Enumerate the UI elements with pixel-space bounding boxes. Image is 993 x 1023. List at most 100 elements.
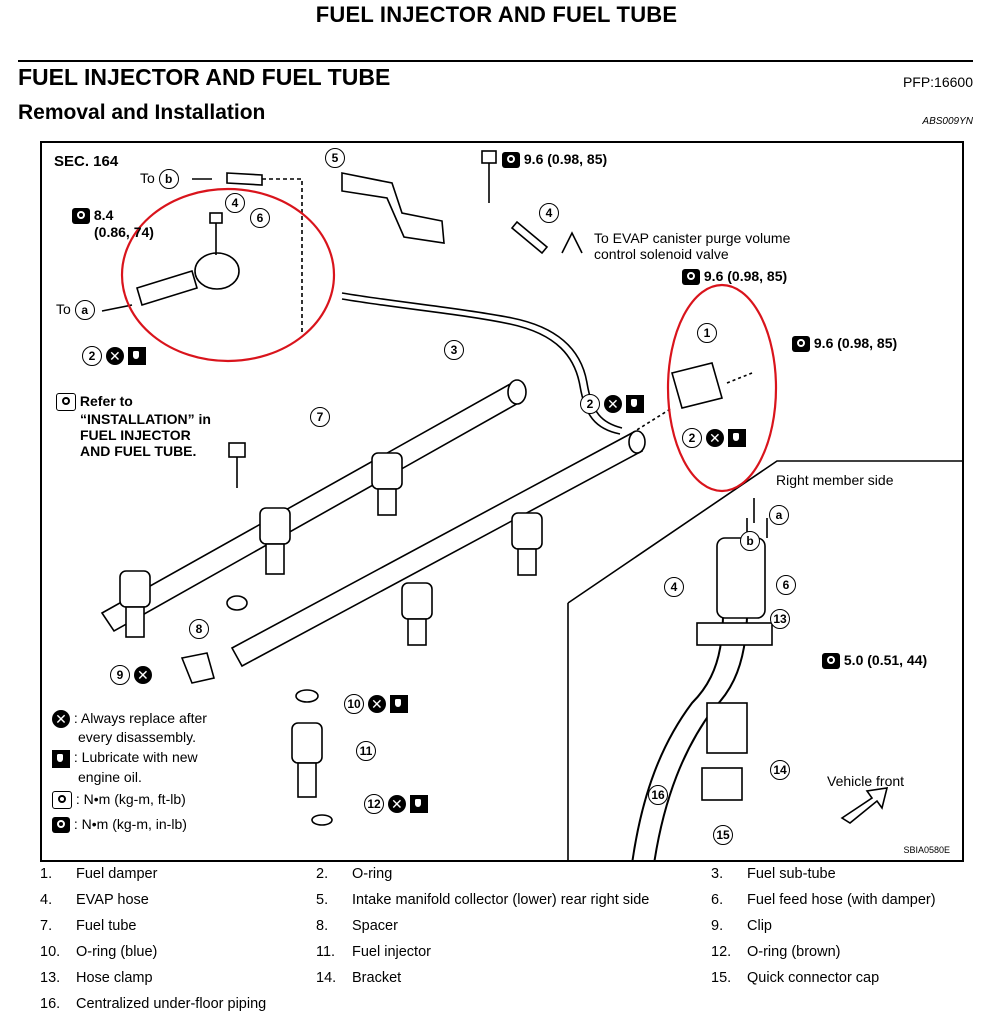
callout-4a: 4 bbox=[225, 193, 245, 213]
legend-num: 10. bbox=[40, 944, 61, 960]
callout-15-badge: 15 bbox=[713, 825, 733, 845]
legend-item: 3.Fuel sub-tube bbox=[711, 866, 976, 892]
legend-item: 6.Fuel feed hose (with damper) bbox=[711, 892, 976, 918]
oil-can-icon bbox=[727, 429, 746, 448]
callout-10: 10 ✕ bbox=[344, 694, 408, 714]
legend-text: Clip bbox=[747, 918, 772, 934]
callout-8-badge: 8 bbox=[189, 619, 209, 639]
to-b-text: To bbox=[140, 170, 155, 186]
torque-inset: 5.0 (0.51, 44) bbox=[822, 652, 928, 670]
oil-can-icon bbox=[52, 749, 70, 768]
torque-right: 9.6 (0.98, 85) bbox=[792, 335, 898, 353]
callout-3-badge: 3 bbox=[444, 340, 464, 360]
legend-text: Fuel damper bbox=[76, 866, 158, 882]
inset-letter-b: b bbox=[740, 531, 760, 551]
pfp-code: PFP:16600 bbox=[902, 74, 973, 90]
oil-can-icon bbox=[127, 347, 146, 366]
torque-inset-value: 5.0 (0.51, 44) bbox=[843, 652, 928, 668]
callout-6b: 6 bbox=[776, 575, 796, 595]
legend-item: 7. Fuel tube bbox=[40, 918, 316, 944]
key-lube-line-1: : Lubricate with new bbox=[73, 749, 198, 766]
legend-item: 11.Fuel injector bbox=[316, 944, 711, 970]
legend-text: Fuel tube bbox=[76, 918, 137, 934]
callout-2c-badge: 2 bbox=[682, 428, 702, 448]
callout-13: 13 bbox=[770, 609, 790, 629]
legend-text: O-ring (blue) bbox=[76, 944, 158, 960]
legend-row: 4.EVAP hose 5.Intake manifold collector … bbox=[40, 892, 980, 918]
callout-1-badge: 1 bbox=[697, 323, 717, 343]
legend-num: 2. bbox=[316, 866, 329, 882]
legend-text: Spacer bbox=[352, 918, 398, 934]
exploded-diagram: SEC. 164 To b To a 9.6 (0.98, 85) 8.4(0.… bbox=[40, 141, 964, 862]
oil-can-icon bbox=[389, 695, 408, 714]
refer-line-1: Refer to bbox=[79, 393, 133, 409]
key-ftlb-text: : N•m (kg-m, ft-lb) bbox=[75, 790, 186, 807]
replace-icon: ✕ bbox=[603, 395, 622, 414]
legend-text: Centralized under-floor piping bbox=[76, 996, 267, 1012]
legend-text: O-ring bbox=[352, 866, 393, 882]
callout-4b-badge: 4 bbox=[539, 203, 559, 223]
torque-inlb-icon bbox=[792, 336, 810, 353]
legend-row: 7. Fuel tube 8.Spacer 9. Clip bbox=[40, 918, 980, 944]
torque-ftlb-icon bbox=[56, 393, 76, 412]
legend-text: Fuel sub-tube bbox=[747, 866, 836, 882]
refer-line-3: FUEL INJECTOR bbox=[80, 427, 191, 444]
sec-label: SEC. 164 bbox=[54, 153, 119, 170]
callout-2b: 2 ✕ bbox=[580, 394, 644, 414]
parts-legend: 1.Fuel damper 2.O-ring 3.Fuel sub-tube 4… bbox=[40, 866, 980, 1022]
legend-item: 9. Clip bbox=[711, 918, 976, 944]
evap-line-2: control solenoid valve bbox=[594, 246, 729, 263]
torque-top-value: 9.6 (0.98, 85) bbox=[523, 151, 608, 167]
doc-code: ABS009YN bbox=[922, 116, 973, 127]
letter-b-callout: b bbox=[158, 169, 179, 189]
key-replace-line-1: : Always replace after bbox=[73, 710, 207, 726]
legend-num: 11. bbox=[316, 944, 336, 960]
legend-item: 8.Spacer bbox=[316, 918, 711, 944]
inset-letter-b-badge: b bbox=[740, 531, 760, 551]
legend-num: 9. bbox=[711, 918, 724, 934]
callout-9: 9 ✕ bbox=[110, 665, 152, 685]
refer-line-2: “INSTALLATION” in bbox=[80, 411, 211, 428]
torque-inlb-icon bbox=[682, 269, 700, 286]
legend-row: 10.O-ring (blue) 11.Fuel injector 12.O-r… bbox=[40, 944, 980, 970]
legend-text: Hose clamp bbox=[76, 970, 153, 986]
callout-2a: 2 ✕ bbox=[82, 346, 146, 366]
legend-text: Quick connector cap bbox=[747, 970, 880, 986]
key-lube: : Lubricate with new bbox=[52, 748, 207, 768]
key-lube-line-2: engine oil. bbox=[78, 768, 142, 785]
legend-item: 16. Centralized under-floor piping bbox=[40, 996, 316, 1022]
callout-2c: 2 ✕ bbox=[682, 428, 746, 448]
legend-text: Bracket bbox=[352, 970, 402, 986]
key-replace-line-2: every disassembly. bbox=[78, 729, 197, 746]
callout-6a-badge: 6 bbox=[250, 208, 270, 228]
replace-icon: ✕ bbox=[105, 347, 124, 366]
torque-top: 9.6 (0.98, 85) bbox=[502, 151, 608, 169]
vehicle-front-label: Vehicle front bbox=[827, 773, 905, 789]
torque-inlb-icon bbox=[502, 152, 520, 169]
legend-num: 13. bbox=[40, 970, 61, 986]
legend-num: 16. bbox=[40, 996, 61, 1012]
legend-num: 7. bbox=[40, 918, 53, 934]
callout-3: 3 bbox=[444, 340, 464, 360]
legend-row: 13.Hose clamp 14.Bracket 15.Quick connec… bbox=[40, 970, 980, 996]
torque-left: 8.4(0.86, 74) bbox=[72, 207, 154, 240]
oil-can-icon bbox=[409, 795, 428, 814]
callout-8: 8 bbox=[189, 619, 209, 639]
torque-inlb-icon bbox=[72, 208, 90, 225]
legend-text: EVAP hose bbox=[76, 892, 149, 908]
torque-left-value-2: (0.86, 74) bbox=[94, 224, 154, 241]
callout-7: 7 bbox=[310, 407, 330, 427]
torque-right-value: 9.6 (0.98, 85) bbox=[813, 335, 898, 351]
callout-13-badge: 13 bbox=[770, 609, 790, 629]
callout-7-badge: 7 bbox=[310, 407, 330, 427]
legend-num: 12. bbox=[711, 944, 732, 960]
callout-16-badge: 16 bbox=[648, 785, 668, 805]
callout-1: 1 bbox=[697, 323, 717, 343]
evap-line-1: To EVAP canister purge volume bbox=[594, 230, 791, 246]
legend-num: 5. bbox=[316, 892, 329, 908]
torque-mid: 9.6 (0.98, 85) bbox=[682, 268, 787, 286]
to-a-label: To a bbox=[56, 300, 95, 320]
replace-icon: ✕ bbox=[387, 795, 406, 814]
